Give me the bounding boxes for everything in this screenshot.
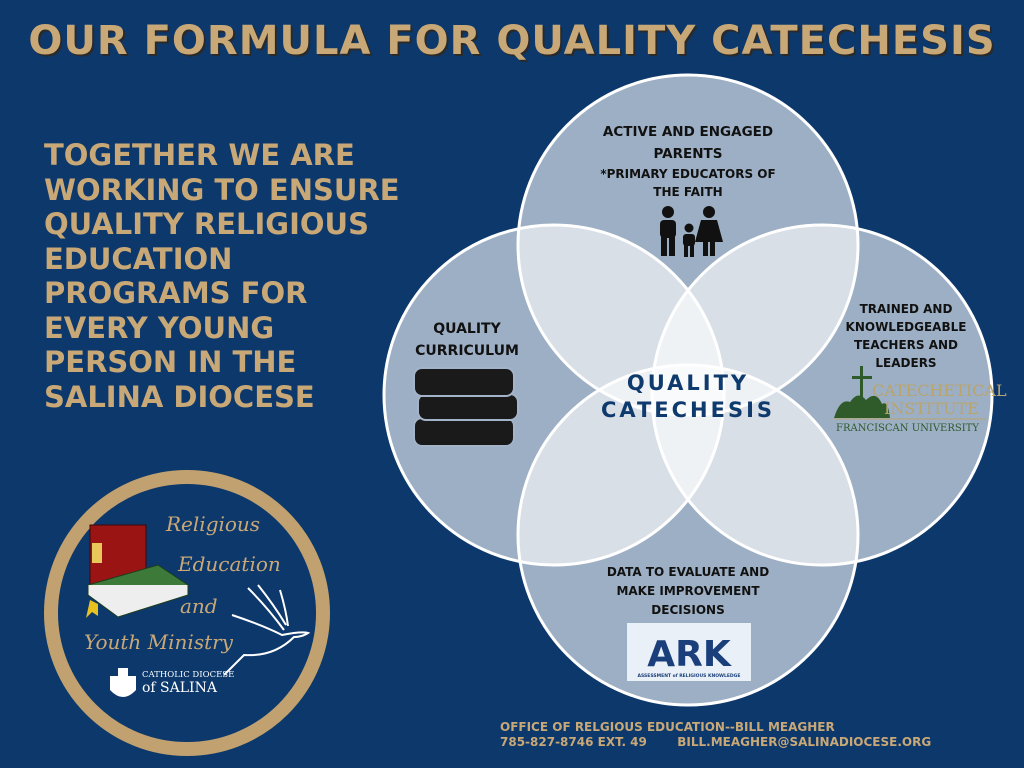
diocese-line1: CATHOLIC DIOCESE (142, 670, 235, 680)
label-line: DECISIONS (651, 603, 725, 617)
footer-contact-line: 785-827-8746 EXT. 49 BILL.MEAGHER@SALINA… (500, 735, 931, 750)
venn-label-bottom: DATA TO EVALUATE AND MAKE IMPROVEMENT DE… (590, 563, 786, 620)
tagline-line: SALINA DIOCESE (44, 379, 315, 414)
label-line: ACTIVE AND ENGAGED (602, 124, 774, 140)
venn-label-top: ACTIVE AND ENGAGED PARENTS *PRIMARY EDUC… (578, 121, 798, 201)
svg-text:FRANCISCAN UNIVERSITY: FRANCISCAN UNIVERSITY (836, 423, 979, 434)
venn-label-right: TRAINED AND KNOWLEDGEABLE TEACHERS AND L… (836, 300, 976, 372)
tagline-line: EDUCATION (44, 241, 233, 276)
label-line: *PRIMARY EDUCATORS OF (600, 167, 776, 181)
tagline-line: TOGETHER WE ARE (44, 138, 355, 172)
label-line: CURRICULUM (415, 343, 519, 359)
label-line: KNOWLEDGEABLE (845, 320, 967, 334)
tagline: TOGETHER WE ARE WORKING TO ENSURE QUALIT… (44, 138, 404, 414)
footer-contact: OFFICE OF RELGIOUS EDUCATION--BILL MEAGH… (500, 720, 931, 750)
badge-text-religious: Religious (166, 512, 261, 536)
diocese-name: CATHOLIC DIOCESE of SALINA (142, 670, 234, 696)
label-line: QUALITY (433, 321, 501, 337)
footer-email-link[interactable]: BILL.MEAGHER@SALINADIOCESE.ORG (677, 735, 932, 749)
label-line: MAKE IMPROVEMENT (616, 584, 760, 598)
books-icon (413, 367, 519, 447)
page-title: OUR FORMULA FOR QUALITY CATECHESIS (28, 18, 996, 64)
catechetical-institute-logo: CATECHETICAL INSTITUTE FRANCISCAN UNIVER… (834, 366, 1007, 434)
footer-office: OFFICE OF RELGIOUS EDUCATION--BILL MEAGH… (500, 720, 835, 734)
label-line: PARENTS (653, 146, 723, 162)
diocese-line2: of SALINA (142, 680, 217, 696)
badge-text-youth-ministry: Youth Ministry (84, 630, 233, 654)
tagline-line: PROGRAMS FOR (44, 276, 308, 310)
venn-center-label: QUALITY CATECHESIS (588, 370, 788, 424)
label-line: LEADERS (875, 356, 937, 370)
tagline-line: EVERY YOUNG (44, 310, 275, 345)
footer-phone: 785-827-8746 EXT. 49 (500, 735, 647, 749)
tagline-line: QUALITY RELIGIOUS (44, 207, 369, 241)
label-line: TEACHERS AND (853, 338, 959, 352)
label-line: CATECHESIS (600, 398, 776, 422)
tagline-line: WORKING TO ENSURE (44, 172, 400, 207)
venn-label-left: QUALITY CURRICULUM (400, 318, 534, 362)
tagline-line: PERSON IN THE (44, 345, 297, 379)
ark-logo: ARK ASSESSMENT of RELIGIOUS KNOWLEDGE (627, 623, 751, 681)
badge-text-and: and (180, 594, 218, 618)
label-line: QUALITY (626, 371, 750, 395)
label-line: THE FAITH (653, 185, 723, 199)
svg-text:ARK: ARK (647, 634, 732, 675)
family-icon (660, 206, 723, 257)
label-line: DATA TO EVALUATE AND (606, 565, 770, 579)
svg-text:CATECHETICAL: CATECHETICAL (872, 381, 1007, 400)
venn-circle-bottom (516, 363, 860, 707)
label-line: TRAINED AND (859, 302, 953, 316)
svg-text:ASSESSMENT of RELIGIOUS KNOWLE: ASSESSMENT of RELIGIOUS KNOWLEDGE (638, 673, 741, 679)
badge-text-education: Education (178, 552, 281, 576)
svg-text:INSTITUTE: INSTITUTE (884, 399, 979, 418)
